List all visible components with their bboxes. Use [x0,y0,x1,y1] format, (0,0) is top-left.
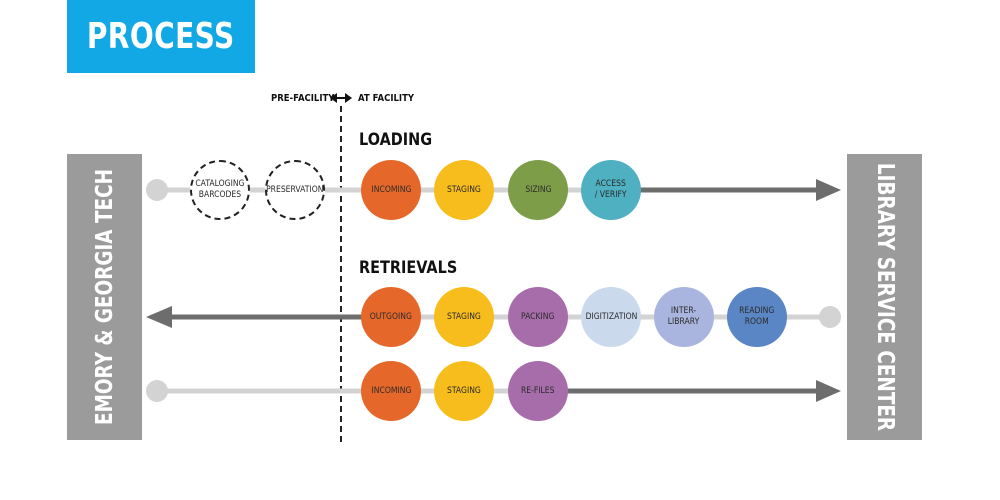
loading-arrowhead [816,179,841,201]
node-label: RE-FILES [521,385,555,396]
node-retrievals-outgoing: OUTGOING [361,287,421,347]
node-preservation: PRESERVATION [265,160,325,220]
node-retrievals-reading-room: READING ROOM [727,287,787,347]
node-label: STAGING [447,385,481,396]
node-label: STAGING [447,184,481,195]
node-label: READING ROOM [739,306,775,327]
node-label: DIGITIZATION [585,311,637,322]
retrievals-arrowhead [146,306,172,328]
node-label: INCOMING [371,184,411,195]
retrievals-heading: RETRIEVALS [359,258,458,278]
pre-facility-label: PRE-FACILITY [271,93,335,104]
refiles-start-dot [146,380,168,402]
page-title: PROCESS [87,16,235,57]
node-retrievals-interlibrary: INTER- LIBRARY [654,287,714,347]
node-label: INCOMING [371,385,411,396]
node-loading-sizing: SIZING [508,160,568,220]
double-arrow-icon [330,93,352,103]
node-label: PACKING [521,311,555,322]
at-facility-label: AT FACILITY [358,93,415,104]
node-retrievals-packing: PACKING [508,287,568,347]
emory-georgia-tech-bar: EMORY & GEORGIA TECH [67,154,142,440]
node-label: SIZING [524,184,552,195]
refiles-arrowhead [816,380,841,402]
title-banner: PROCESS [67,0,255,73]
node-refiles-staging: STAGING [434,361,494,421]
library-service-center-label: LIBRARY SERVICE CENTER [871,162,898,432]
loading-heading: LOADING [359,130,433,150]
node-label: ACCESS / VERIFY [595,179,627,200]
node-loading-access-verify: ACCESS / VERIFY [581,160,641,220]
node-label: OUTGOING [369,311,413,322]
node-loading-incoming: INCOMING [361,160,421,220]
node-retrievals-digitization: DIGITIZATION [581,287,641,347]
node-cataloging-barcodes: CATALOGING BARCODES [190,160,250,220]
node-label: PRESERVATION [266,184,324,195]
node-label: STAGING [447,311,481,322]
node-loading-staging: STAGING [434,160,494,220]
node-retrievals-staging: STAGING [434,287,494,347]
loading-start-dot [146,179,168,201]
emory-georgia-tech-label: EMORY & GEORGIA TECH [91,169,118,425]
node-label: CATALOGING BARCODES [195,179,245,200]
node-refiles-incoming: INCOMING [361,361,421,421]
node-refiles-re-files: RE-FILES [508,361,568,421]
retrievals-start-dot [819,306,841,328]
library-service-center-bar: LIBRARY SERVICE CENTER [847,154,922,440]
node-label: INTER- LIBRARY [668,306,700,327]
